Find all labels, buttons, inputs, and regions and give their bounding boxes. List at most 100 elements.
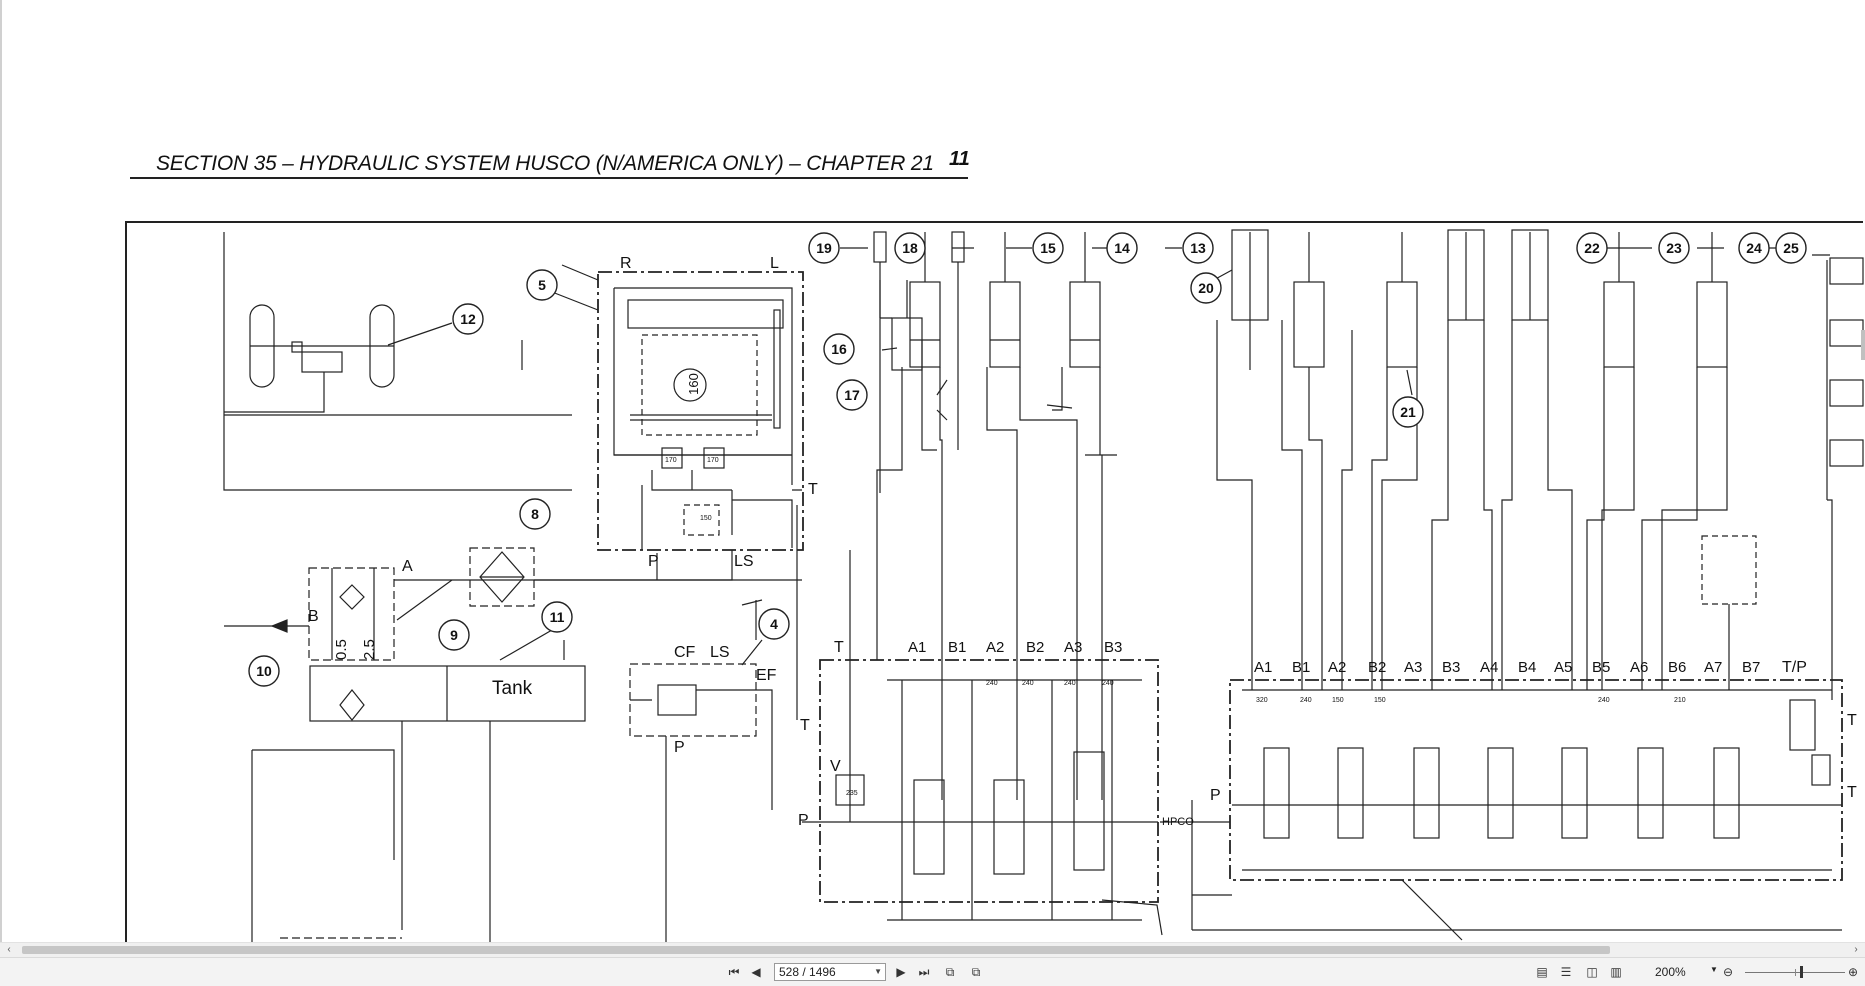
svg-text:A1: A1: [1254, 659, 1272, 676]
svg-text:16: 16: [831, 341, 847, 357]
svg-text:B1: B1: [1292, 659, 1310, 676]
svg-text:A5: A5: [1554, 659, 1572, 676]
svg-text:210: 210: [1674, 697, 1686, 704]
forward-icon[interactable]: ⧉: [971, 965, 981, 979]
single-page-icon[interactable]: ▤: [1536, 965, 1548, 979]
svg-text:T: T: [808, 481, 818, 498]
svg-text:B6: B6: [1668, 659, 1686, 676]
svg-text:V: V: [830, 758, 841, 775]
svg-text:240: 240: [986, 680, 998, 687]
svg-text:EF: EF: [756, 667, 777, 684]
prev-page-icon[interactable]: ◀: [751, 965, 761, 979]
svg-text:B4: B4: [1518, 659, 1536, 676]
svg-text:18: 18: [902, 240, 918, 256]
svg-text:10: 10: [256, 663, 272, 679]
svg-text:P: P: [1210, 787, 1221, 804]
svg-text:19: 19: [816, 240, 832, 256]
svg-text:240: 240: [1598, 697, 1610, 704]
zoom-slider-knob[interactable]: [1800, 966, 1803, 978]
svg-text:T: T: [1847, 784, 1857, 801]
heading-rule: [130, 177, 968, 179]
first-page-icon[interactable]: ⏮: [728, 965, 740, 979]
svg-text:240: 240: [1022, 680, 1034, 687]
svg-text:CF: CF: [674, 644, 696, 661]
svg-text:24: 24: [1746, 240, 1762, 256]
svg-text:11: 11: [550, 609, 565, 625]
zoom-slider-tick: [1795, 969, 1796, 976]
svg-text:P: P: [674, 739, 685, 756]
zoom-out-icon[interactable]: ⊖: [1722, 965, 1734, 979]
zoom-in-icon[interactable]: ⊕: [1847, 965, 1859, 979]
svg-text:240: 240: [1102, 680, 1114, 687]
vertical-scrollbar-thumb[interactable]: [1861, 330, 1865, 360]
svg-text:170: 170: [707, 457, 719, 464]
svg-text:23: 23: [1666, 240, 1682, 256]
svg-text:A: A: [402, 558, 413, 575]
svg-text:13: 13: [1190, 240, 1206, 256]
svg-text:T: T: [834, 639, 844, 656]
svg-text:0.5: 0.5: [333, 639, 350, 660]
svg-text:15: 15: [1040, 240, 1056, 256]
svg-text:B5: B5: [1592, 659, 1610, 676]
svg-text:150: 150: [700, 515, 712, 522]
svg-text:4: 4: [770, 616, 778, 632]
facing-continuous-icon[interactable]: ▥: [1610, 965, 1622, 979]
svg-text:160: 160: [686, 373, 701, 395]
svg-text:240: 240: [1300, 697, 1312, 704]
svg-text:P: P: [648, 553, 659, 570]
svg-text:A4: A4: [1480, 659, 1498, 676]
svg-text:P: P: [798, 812, 809, 829]
svg-text:21: 21: [1400, 404, 1416, 420]
svg-text:HPCO: HPCO: [1162, 816, 1194, 828]
svg-text:L: L: [770, 255, 779, 272]
svg-text:25: 25: [1783, 240, 1799, 256]
svg-text:B2: B2: [1368, 659, 1386, 676]
document-viewer: SECTION 35 – HYDRAULIC SYSTEM HUSCO (N/A…: [0, 0, 1865, 942]
svg-text:B2: B2: [1026, 639, 1044, 656]
svg-text:5: 5: [538, 277, 546, 293]
svg-text:20: 20: [1198, 280, 1214, 296]
svg-text:A6: A6: [1630, 659, 1648, 676]
status-bar: ⏮ ◀ 528 / 1496 ▼ ▶ ⏭ ⧉ ⧉ ▤ ☰ ◫ ▥ 200% ▼ …: [0, 957, 1865, 986]
horizontal-scrollbar-thumb[interactable]: [22, 946, 1610, 954]
continuous-icon[interactable]: ☰: [1560, 965, 1572, 979]
page-number-value: 528 / 1496: [779, 965, 836, 979]
hydraulic-schematic: 19 18 15 14 13 20 22 23 24 25 21 16 17 5…: [125, 221, 1864, 942]
svg-text:A2: A2: [986, 639, 1004, 656]
facing-icon[interactable]: ◫: [1586, 965, 1598, 979]
zoom-level[interactable]: 200%: [1655, 965, 1686, 979]
svg-text:R: R: [620, 255, 632, 272]
page-number: 11: [949, 148, 970, 170]
svg-text:A3: A3: [1064, 639, 1082, 656]
horizontal-scrollbar[interactable]: ‹ ›: [0, 942, 1865, 957]
svg-text:12: 12: [460, 311, 476, 327]
scroll-right-icon[interactable]: ›: [1854, 944, 1858, 955]
svg-text:A3: A3: [1404, 659, 1422, 676]
last-page-icon[interactable]: ⏭: [918, 965, 930, 979]
next-page-icon[interactable]: ▶: [896, 965, 906, 979]
svg-text:14: 14: [1114, 240, 1130, 256]
svg-text:2.5: 2.5: [361, 639, 378, 660]
svg-text:240: 240: [1064, 680, 1076, 687]
svg-text:320: 320: [1256, 697, 1268, 704]
back-icon[interactable]: ⧉: [945, 965, 955, 979]
page-number-input[interactable]: 528 / 1496 ▼: [774, 963, 886, 981]
scroll-left-icon[interactable]: ‹: [7, 944, 11, 955]
zoom-dropdown-icon[interactable]: ▼: [1710, 965, 1718, 974]
svg-text:B7: B7: [1742, 659, 1760, 676]
svg-text:B1: B1: [948, 639, 966, 656]
svg-text:A1: A1: [908, 639, 926, 656]
svg-text:8: 8: [531, 506, 539, 522]
svg-text:9: 9: [450, 627, 458, 643]
chevron-down-icon[interactable]: ▼: [874, 967, 882, 976]
svg-text:150: 150: [1374, 697, 1386, 704]
section-heading: SECTION 35 – HYDRAULIC SYSTEM HUSCO (N/A…: [156, 152, 934, 175]
svg-text:170: 170: [665, 457, 677, 464]
svg-text:17: 17: [844, 387, 860, 403]
svg-text:T: T: [1847, 712, 1857, 729]
svg-text:A7: A7: [1704, 659, 1722, 676]
svg-text:150: 150: [1332, 697, 1344, 704]
svg-text:T/P: T/P: [1782, 659, 1807, 676]
svg-text:LS: LS: [734, 553, 754, 570]
svg-text:B3: B3: [1442, 659, 1460, 676]
